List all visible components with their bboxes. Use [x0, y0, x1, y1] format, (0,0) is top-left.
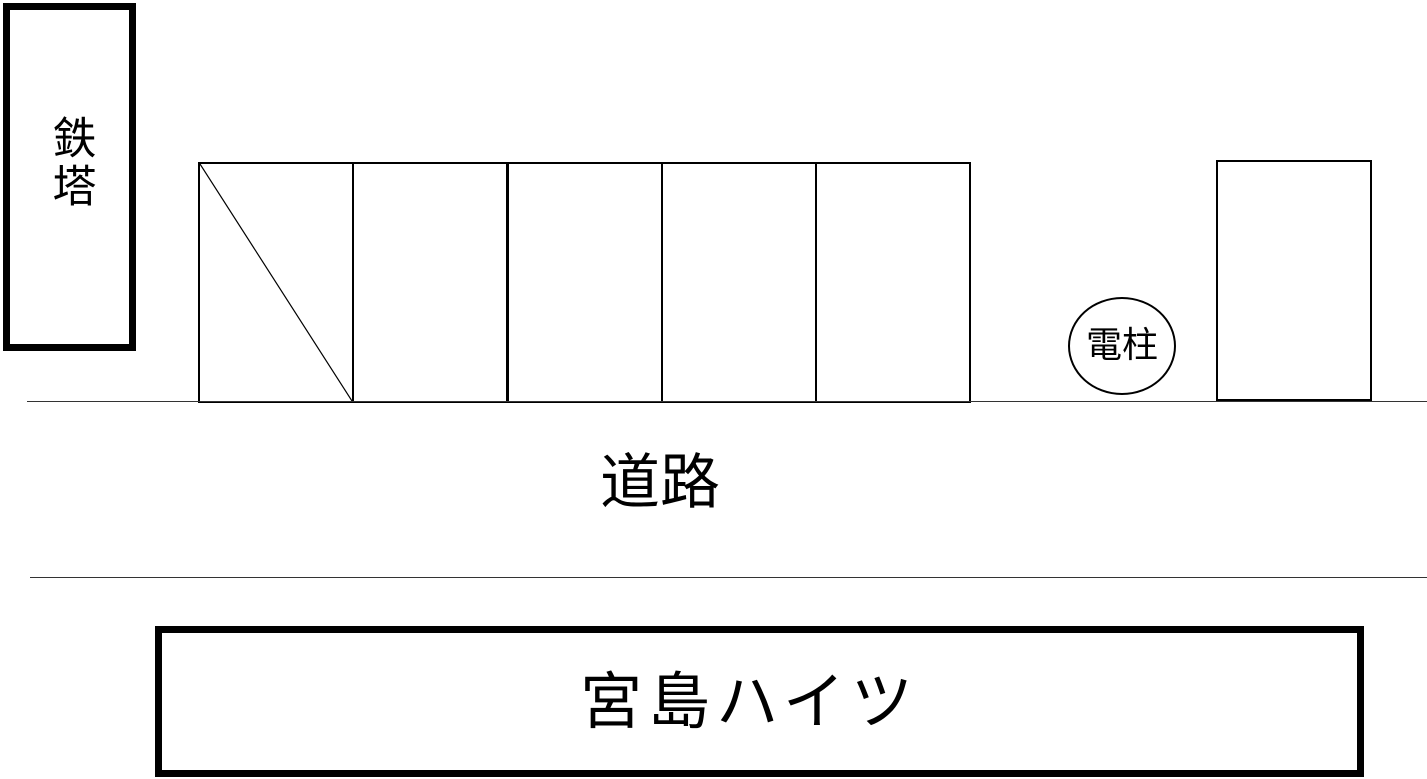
utility-pole-label: 電柱 [1085, 325, 1158, 366]
parking-space-3 [507, 162, 663, 403]
utility-pole: 電柱 [1068, 297, 1176, 395]
parking-space-5 [815, 162, 971, 403]
parking-space-4 [661, 162, 817, 403]
steel-tower: 鉄塔 [3, 3, 136, 351]
building: 宮島ハイツ [155, 626, 1364, 777]
parking-space-6 [1216, 160, 1372, 401]
road-edge-bottom [30, 577, 1427, 578]
parking-space-1 [198, 162, 354, 403]
parking-space-2 [352, 162, 508, 403]
diagonal-slash-mark [200, 164, 352, 401]
building-label: 宮島ハイツ [580, 664, 919, 738]
steel-tower-label: 鉄塔 [44, 115, 96, 211]
road-label: 道路 [600, 448, 720, 518]
road-edge-top [27, 401, 1427, 402]
